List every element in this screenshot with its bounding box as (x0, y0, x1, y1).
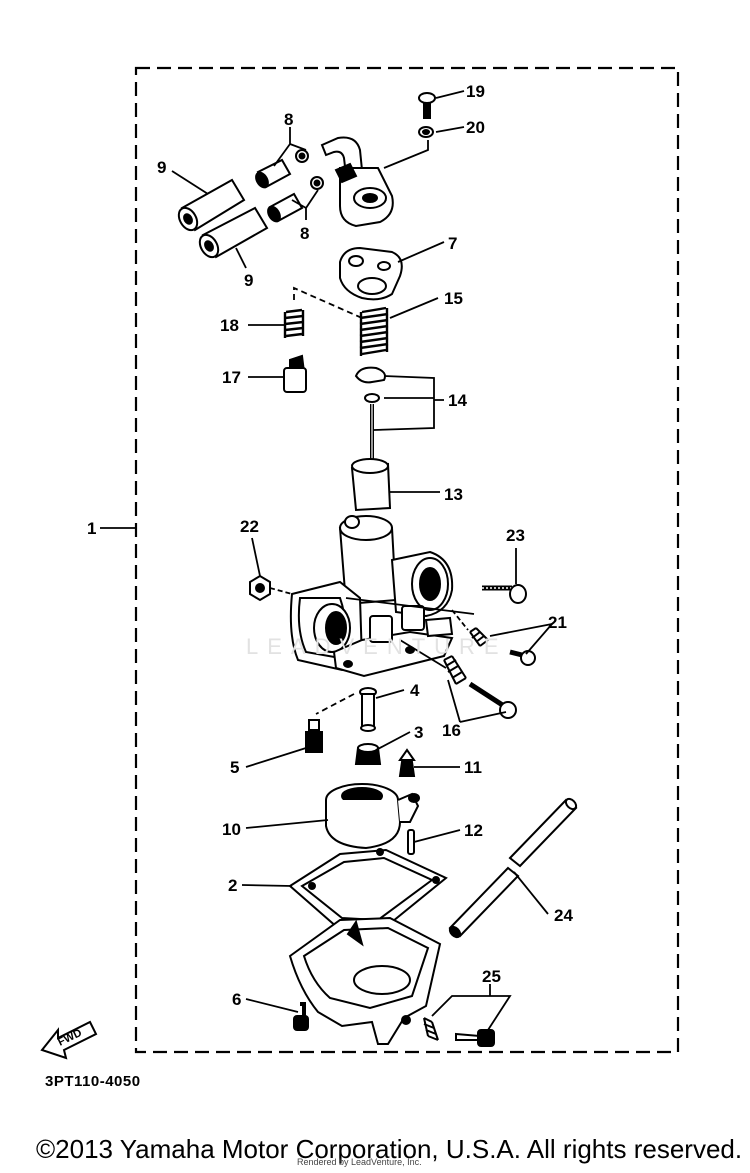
cap-9-lower (198, 206, 269, 259)
callout-8-upper: 8 (284, 110, 293, 129)
screw-21 (509, 649, 536, 666)
needle-set-14 (354, 366, 386, 460)
fwd-arrow-icon: FWD (40, 1020, 98, 1060)
callout-9-upper: 9 (157, 158, 166, 177)
callout-19: 19 (466, 82, 485, 101)
cable-elbow-cover (320, 136, 394, 228)
throttle-valve-13 (350, 458, 392, 512)
float-10 (325, 783, 420, 850)
tube-24 (448, 797, 578, 939)
callout-7: 7 (448, 234, 457, 253)
screw-23 (482, 584, 527, 604)
callout-22: 22 (240, 517, 259, 536)
main-jet-3 (354, 743, 382, 765)
adjuster-17 (283, 354, 307, 393)
diagram-part-code: 3PT110-4050 (45, 1073, 141, 1090)
copyright-notice: ©2013 Yamaha Motor Corporation, U.S.A. A… (36, 1134, 743, 1164)
cap-9-upper (177, 178, 246, 232)
gasket-2 (288, 848, 448, 932)
screw-6 (293, 1002, 309, 1031)
pin-12 (407, 829, 415, 855)
spring-25 (423, 1017, 439, 1041)
nut-8-lower (267, 176, 324, 223)
callout-1: 1 (87, 519, 96, 538)
assembly-boundary (134, 66, 680, 1054)
callout-13: 13 (444, 485, 463, 504)
spring-15 (359, 306, 389, 356)
nut-22 (249, 574, 271, 602)
spring-21 (469, 627, 489, 647)
callout-9-lower: 9 (244, 271, 253, 290)
washer-20 (418, 126, 434, 138)
callout-2: 2 (228, 876, 237, 895)
callout-17: 17 (222, 368, 241, 387)
callout-4: 4 (410, 681, 420, 700)
callout-6: 6 (232, 990, 241, 1009)
callout-labels: 1 19 20 8 9 8 9 7 15 18 17 14 13 22 23 2… (87, 82, 573, 1009)
needle-jet-4 (359, 687, 377, 732)
screw-25 (455, 1029, 495, 1047)
plate-7 (339, 246, 403, 301)
screw-19 (418, 92, 436, 119)
pilot-jet-5 (305, 719, 323, 753)
carburetor-body (289, 515, 454, 678)
screw-16 (468, 681, 517, 719)
callout-16: 16 (442, 721, 461, 740)
nut-8-upper (255, 149, 309, 189)
float-valve-11 (398, 748, 416, 777)
callout-14: 14 (448, 391, 467, 410)
watermark: LEADVENTURE (246, 634, 508, 659)
leader-lines (100, 90, 553, 1031)
callout-15: 15 (444, 289, 463, 308)
callout-24: 24 (554, 906, 573, 925)
callout-12: 12 (464, 821, 483, 840)
callout-20: 20 (466, 118, 485, 137)
spring-16 (443, 655, 467, 685)
float-chamber (288, 916, 442, 1045)
callout-3: 3 (414, 723, 423, 742)
render-credit: Rendered by LeadVenture, Inc. (297, 1157, 422, 1167)
callout-10: 10 (222, 820, 241, 839)
callout-5: 5 (230, 758, 239, 777)
callout-11: 11 (464, 758, 482, 777)
callout-8-lower: 8 (300, 224, 309, 243)
callout-21: 21 (548, 613, 567, 632)
callout-23: 23 (506, 526, 525, 545)
callout-18: 18 (220, 316, 239, 335)
callout-25: 25 (482, 967, 501, 986)
spring-18 (283, 308, 305, 338)
